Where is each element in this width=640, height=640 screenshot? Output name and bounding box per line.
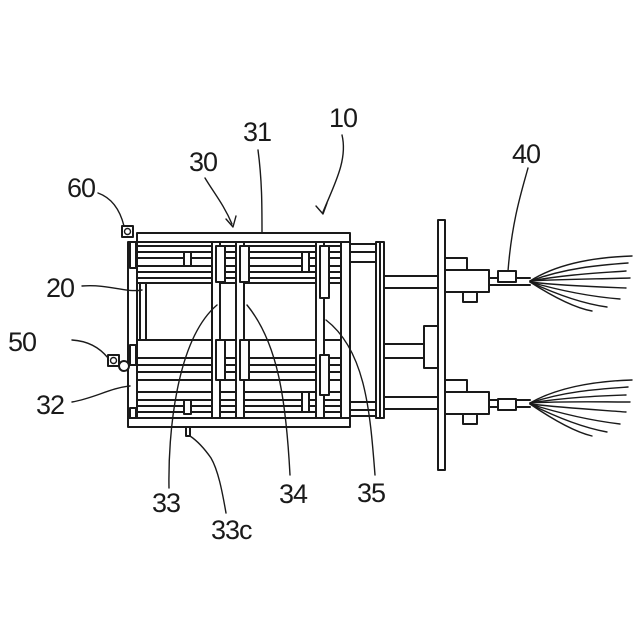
sensor-block-lower <box>498 399 516 410</box>
wire-bundle-lower <box>530 380 632 436</box>
label-35: 35 <box>357 478 385 508</box>
label-10: 10 <box>329 103 357 133</box>
rail-block-upper <box>184 252 191 266</box>
label-50: 50 <box>8 327 36 357</box>
label-34: 34 <box>279 479 308 509</box>
rail-block-upper-right <box>302 252 309 272</box>
label-20: 20 <box>46 273 74 303</box>
label-60: 60 <box>67 173 95 203</box>
sensor-block-40 <box>498 271 516 282</box>
wire-bundle-upper <box>530 256 632 311</box>
right-end-wall <box>341 242 350 418</box>
label-33: 33 <box>152 488 180 518</box>
lower-motor-unit <box>445 380 530 424</box>
rail-block-lower-right <box>302 392 309 412</box>
label-40: 40 <box>512 139 540 169</box>
reference-labels: 10 31 30 40 60 20 50 32 33 34 35 33c <box>8 103 540 545</box>
upper-motor-unit <box>445 258 530 302</box>
top-plate <box>137 233 350 242</box>
label-32: 32 <box>36 390 64 420</box>
sensor-60 <box>122 226 136 268</box>
label-33c: 33c <box>211 515 252 545</box>
rail-block-lower <box>184 400 191 414</box>
pin-33c <box>186 427 190 436</box>
bottom-plate <box>128 418 350 427</box>
label-30: 30 <box>189 147 217 177</box>
left-guide-rod <box>140 283 146 340</box>
column-35 <box>316 242 329 418</box>
label-31: 31 <box>243 117 271 147</box>
right-extension <box>350 242 384 418</box>
